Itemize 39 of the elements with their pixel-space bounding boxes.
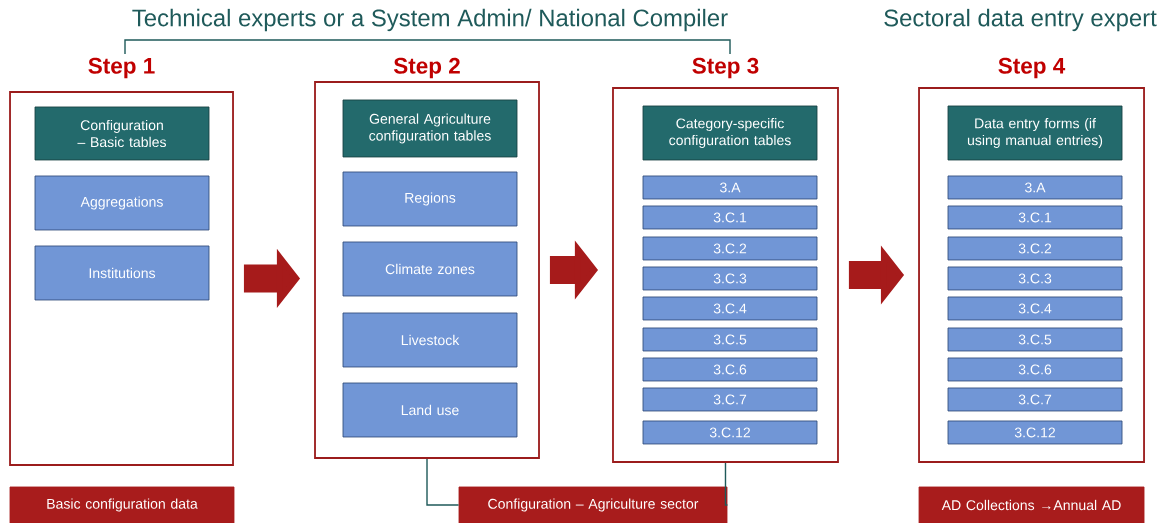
category-box: 3.C.4 — [642, 296, 818, 321]
table-header-box: Configuration – Basic tables — [34, 106, 210, 161]
role-heading: Technical experts or a System Admin/ National Compiler — [132, 8, 728, 32]
table-box: Regions — [342, 171, 518, 227]
category-box: 3.C.6 — [642, 357, 818, 382]
step-heading: Step 3 — [692, 57, 759, 79]
category-box: 3.C.2 — [642, 236, 818, 261]
category-box: 3.C.7 — [642, 387, 818, 412]
table-header-box: General Agriculture configuration tables — [342, 99, 518, 158]
category-box: 3.C.6 — [947, 357, 1123, 382]
step-heading: Step 1 — [88, 57, 155, 79]
category-box: 3.C.2 — [947, 236, 1123, 261]
category-box: 3.C.12 — [642, 420, 818, 445]
phase-box: Configuration – Agriculture sector — [458, 486, 728, 523]
table-box: Aggregations — [34, 175, 210, 231]
table-box: Climate zones — [342, 241, 518, 297]
category-box: 3.C.5 — [947, 327, 1123, 352]
category-box: 3.A — [947, 175, 1123, 200]
category-box: 3.C.3 — [642, 266, 818, 291]
category-box: 3.C.4 — [947, 296, 1123, 321]
table-header-box: Data entry forms (if using manual entries) — [947, 105, 1123, 161]
category-box: 3.C.12 — [947, 420, 1123, 445]
category-box: 3.C.3 — [947, 266, 1123, 291]
role-heading: Sectoral data entry expert — [884, 8, 1157, 32]
table-box: Livestock — [342, 312, 518, 368]
phase-box: AD Collections →Annual AD — [918, 486, 1145, 523]
category-box: 3.A — [642, 175, 818, 200]
table-box: Institutions — [34, 245, 210, 301]
category-box: 3.C.1 — [642, 205, 818, 230]
connector-line — [724, 462, 729, 506]
category-box: 3.C.5 — [642, 327, 818, 352]
connector-line — [426, 458, 460, 506]
step-heading: Step 2 — [393, 57, 460, 79]
table-box: Land use — [342, 382, 518, 438]
table-header-box: Category-specific configuration tables — [642, 105, 818, 161]
category-box: 3.C.1 — [947, 205, 1123, 230]
phase-box: Basic configuration data — [9, 486, 235, 523]
category-box: 3.C.7 — [947, 387, 1123, 412]
step-heading: Step 4 — [998, 57, 1066, 79]
